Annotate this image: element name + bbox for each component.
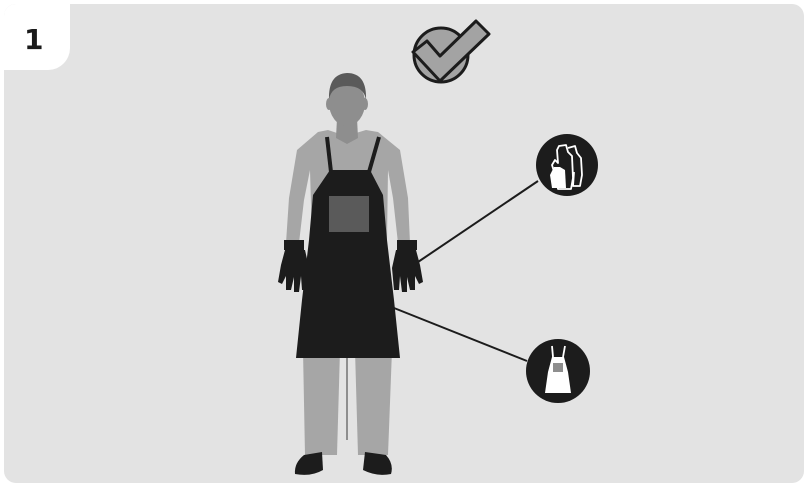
- apron-icon: [526, 339, 590, 403]
- gloves-callout-line: [418, 181, 538, 262]
- left-glove: [278, 240, 309, 292]
- apron-callout-line: [394, 308, 527, 361]
- right-shoe: [363, 452, 392, 475]
- illustration-panel: 1: [4, 4, 804, 483]
- gloves-icon: [536, 134, 598, 196]
- left-shoe: [295, 452, 323, 475]
- check-mark-icon: [413, 21, 489, 82]
- ppe-illustration: [4, 4, 804, 483]
- right-glove: [392, 240, 423, 292]
